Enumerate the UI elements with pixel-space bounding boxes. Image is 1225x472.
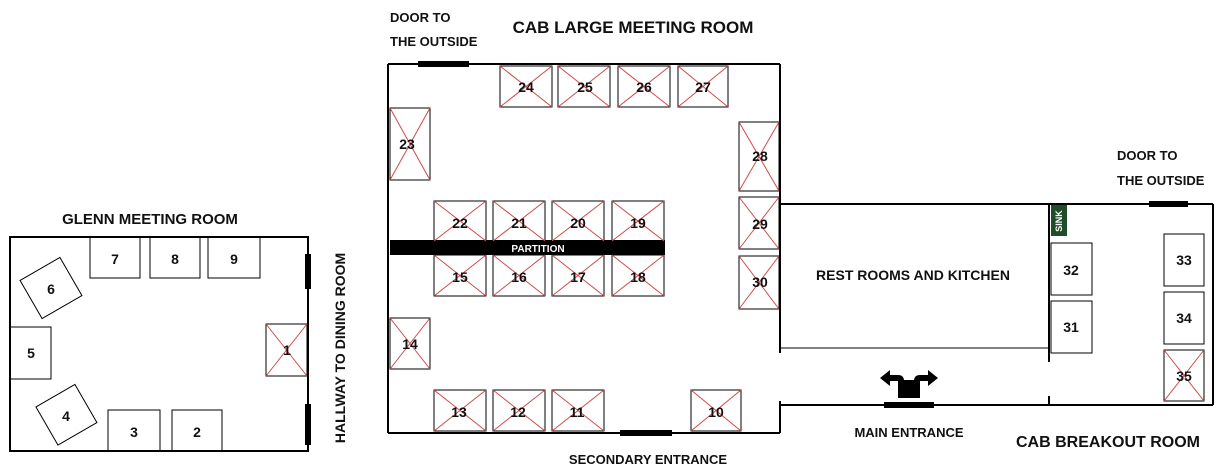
hallway-label: HALLWAY TO DINING ROOM — [332, 253, 348, 443]
table-26[interactable]: 26 — [617, 65, 671, 108]
cab-breakout-room-title: CAB BREAKOUT ROOM — [1016, 434, 1200, 451]
door-outside-1-line2: THE OUTSIDE — [390, 34, 478, 49]
svg-text:6: 6 — [47, 281, 55, 297]
svg-text:33: 33 — [1176, 252, 1192, 268]
svg-text:5: 5 — [27, 345, 35, 361]
sink: SINK — [1051, 205, 1067, 236]
table-2[interactable]: 2 — [171, 409, 223, 452]
svg-text:4: 4 — [62, 408, 70, 424]
restrooms-label: REST ROOMS AND KITCHEN — [816, 267, 1010, 283]
table-24[interactable]: 24 — [499, 65, 553, 108]
table-35[interactable]: 35 — [1163, 349, 1205, 402]
door-outside-2-line2: THE OUTSIDE — [1117, 173, 1205, 188]
svg-text:18: 18 — [630, 269, 646, 285]
svg-text:16: 16 — [511, 269, 527, 285]
glenn-room-title: GLENN MEETING ROOM — [62, 211, 238, 228]
table-32[interactable]: 32 — [1050, 242, 1093, 296]
svg-text:26: 26 — [636, 79, 652, 95]
svg-text:25: 25 — [577, 79, 593, 95]
table-34[interactable]: 34 — [1163, 291, 1205, 345]
table-4[interactable]: 4 — [35, 383, 98, 446]
table-25[interactable]: 25 — [557, 65, 611, 108]
svg-text:22: 22 — [452, 215, 468, 231]
table-1[interactable]: 1 — [265, 323, 308, 377]
cab-breakout-room: DOOR TO THE OUTSIDE CAB BREAKOUT ROOM MA… — [780, 148, 1214, 451]
table-30[interactable]: 30 — [738, 255, 780, 310]
table-14[interactable]: 14 — [389, 317, 431, 370]
table-10[interactable]: 10 — [690, 389, 742, 432]
restrooms-kitchen: REST ROOMS AND KITCHEN — [780, 203, 1050, 362]
svg-text:29: 29 — [752, 216, 768, 232]
table-23[interactable]: 23 — [389, 107, 431, 181]
table-20[interactable]: 20 — [551, 200, 605, 242]
table-18[interactable]: 18 — [611, 254, 665, 297]
svg-text:14: 14 — [402, 336, 418, 352]
svg-text:3: 3 — [130, 424, 138, 440]
svg-text:23: 23 — [399, 136, 415, 152]
svg-text:17: 17 — [570, 269, 586, 285]
svg-text:19: 19 — [630, 215, 646, 231]
svg-text:24: 24 — [518, 79, 534, 95]
svg-text:13: 13 — [451, 404, 467, 420]
table-31[interactable]: 31 — [1050, 300, 1093, 354]
door-outside-1-line1: DOOR TO — [390, 10, 450, 25]
table-27[interactable]: 27 — [677, 65, 729, 108]
svg-text:34: 34 — [1176, 310, 1192, 326]
svg-text:2: 2 — [193, 424, 201, 440]
table-7[interactable]: 7 — [89, 236, 141, 279]
table-29[interactable]: 29 — [738, 196, 780, 250]
svg-text:31: 31 — [1063, 319, 1079, 335]
svg-text:21: 21 — [511, 215, 527, 231]
svg-text:9: 9 — [230, 251, 238, 267]
table-16[interactable]: 16 — [492, 254, 546, 297]
cab-large-tables: 24 25 26 27 23 28 29 30 22 21 20 19 15 1… — [389, 65, 780, 432]
table-33[interactable]: 33 — [1163, 233, 1205, 287]
svg-text:27: 27 — [695, 79, 711, 95]
cab-large-meeting-room: CAB LARGE MEETING ROOM DOOR TO THE OUTSI… — [387, 10, 781, 467]
table-28[interactable]: 28 — [738, 121, 780, 192]
sink-label: SINK — [1054, 210, 1064, 232]
table-6[interactable]: 6 — [19, 256, 83, 320]
table-19[interactable]: 19 — [611, 200, 665, 242]
partition-label: PARTITION — [511, 244, 564, 255]
secondary-entrance-label: SECONDARY ENTRANCE — [569, 452, 728, 467]
table-3[interactable]: 3 — [107, 409, 161, 452]
svg-text:28: 28 — [752, 148, 768, 164]
glenn-meeting-room: GLENN MEETING ROOM HALLWAY TO DINING ROO… — [9, 211, 348, 452]
svg-text:12: 12 — [510, 404, 526, 420]
svg-text:7: 7 — [111, 251, 119, 267]
table-13[interactable]: 13 — [433, 389, 487, 432]
svg-text:1: 1 — [283, 342, 291, 358]
main-entrance-arrow-icon — [880, 370, 938, 398]
svg-text:15: 15 — [452, 269, 468, 285]
table-11[interactable]: 11 — [551, 389, 605, 432]
table-17[interactable]: 17 — [551, 254, 605, 297]
table-22[interactable]: 22 — [433, 200, 487, 242]
svg-text:30: 30 — [752, 274, 768, 290]
table-8[interactable]: 8 — [149, 236, 201, 279]
svg-text:20: 20 — [570, 215, 586, 231]
svg-text:11: 11 — [570, 404, 585, 420]
table-5[interactable]: 5 — [9, 326, 52, 380]
table-21[interactable]: 21 — [492, 200, 546, 242]
table-15[interactable]: 15 — [433, 254, 487, 297]
table-12[interactable]: 12 — [492, 389, 546, 432]
door-outside-2-line1: DOOR TO — [1117, 148, 1177, 163]
partition: PARTITION — [390, 240, 665, 255]
cab-large-room-title: CAB LARGE MEETING ROOM — [513, 18, 754, 37]
svg-text:35: 35 — [1176, 368, 1192, 384]
sink-box — [1051, 205, 1067, 236]
svg-text:32: 32 — [1063, 262, 1079, 278]
svg-text:10: 10 — [708, 404, 724, 420]
glenn-room-walls — [9, 236, 309, 452]
table-9[interactable]: 9 — [207, 236, 261, 279]
svg-text:8: 8 — [171, 251, 179, 267]
main-entrance-label: MAIN ENTRANCE — [854, 425, 963, 440]
